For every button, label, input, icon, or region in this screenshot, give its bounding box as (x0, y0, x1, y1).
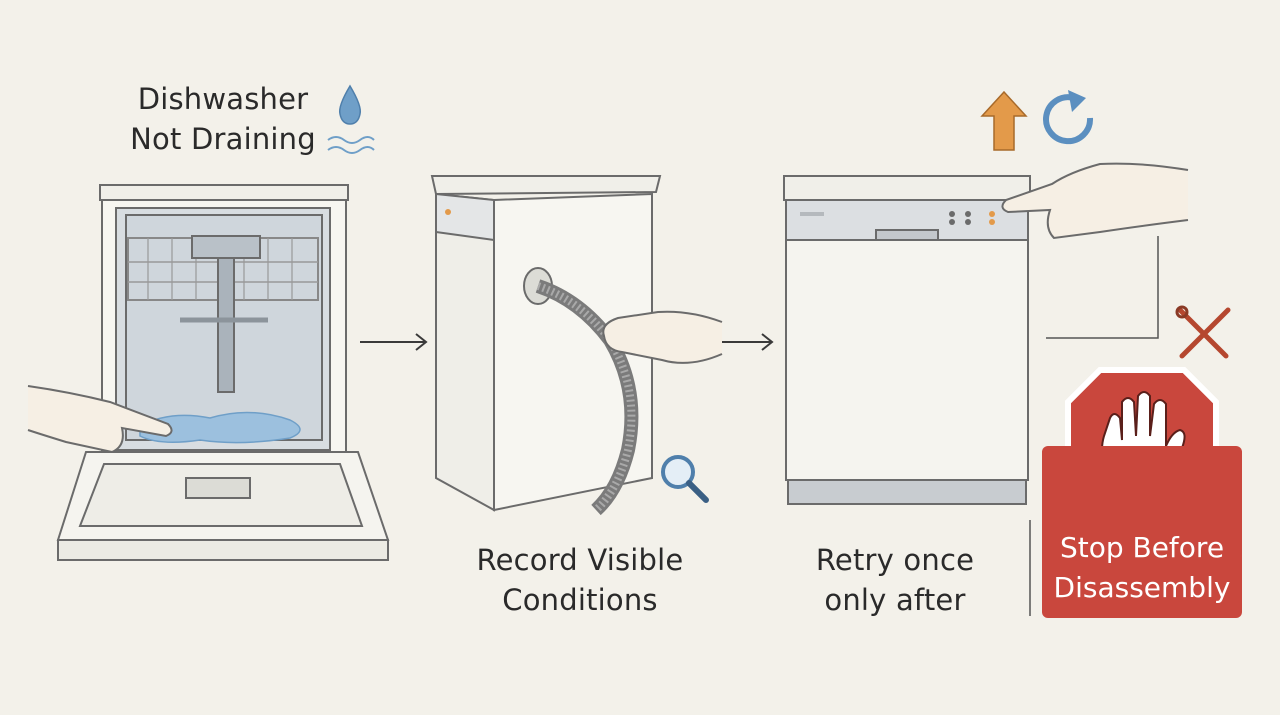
title-line-2: Not Draining (130, 122, 316, 156)
diagram-title: Dishwasher Not Draining (118, 79, 328, 159)
stop-banner (1042, 446, 1242, 618)
step2-line-1: Record Visible (476, 543, 684, 577)
cabinet-outline (1029, 236, 1159, 616)
step3-line-1: Retry once (815, 543, 975, 577)
step-record-label: Record Visible Conditions (450, 540, 710, 620)
stop-line-1: Stop Before (1059, 531, 1225, 564)
stop-line-2: Disassembly (1053, 571, 1231, 604)
hand-holding-hose (602, 310, 723, 364)
water-waves-icon (327, 136, 375, 154)
tools-crossed-icon (1175, 305, 1231, 359)
flow-arrows (360, 333, 774, 351)
hand-pressing-button (1001, 162, 1189, 240)
dishwasher-side-view (430, 175, 662, 516)
title-line-1: Dishwasher (137, 82, 309, 116)
dishwasher-front-view (783, 175, 1031, 505)
up-arrow-icon (980, 90, 1028, 151)
stop-label: Stop Before Disassembly (1042, 528, 1242, 608)
open-dishwasher (56, 184, 390, 561)
magnifier-icon (661, 455, 709, 503)
pointing-hand (27, 385, 173, 454)
water-drop-icon (338, 84, 362, 125)
step2-line-2: Conditions (502, 583, 658, 617)
step3-line-2: only after (824, 583, 966, 617)
refresh-icon (1043, 90, 1094, 145)
step-retry-label: Retry once only after (790, 540, 1000, 620)
